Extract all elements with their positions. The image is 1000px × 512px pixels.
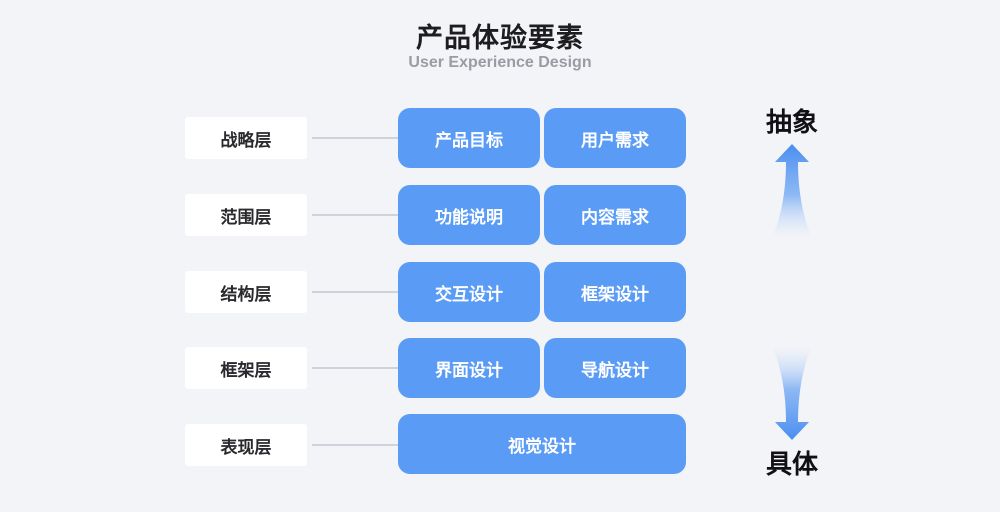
layer-label-structure: 结构层 xyxy=(185,271,307,313)
layer-label-surface: 表现层 xyxy=(185,424,307,466)
layer-label-scope: 范围层 xyxy=(185,194,307,236)
arrow-down-icon xyxy=(773,348,811,440)
element-box-framework-design: 框架设计 xyxy=(544,262,686,322)
arrow-up-icon xyxy=(773,144,811,236)
element-box-interface-design: 界面设计 xyxy=(398,338,540,398)
axis-label-abstract: 抽象 xyxy=(765,108,818,138)
element-box-interaction-design: 交互设计 xyxy=(398,262,540,322)
diagram-title: 产品体验要素 xyxy=(416,23,584,54)
element-box-functional-spec: 功能说明 xyxy=(398,185,540,245)
connector-line xyxy=(312,291,398,293)
layer-label-strategy: 战略层 xyxy=(185,117,307,159)
element-box-visual-design: 视觉设计 xyxy=(398,414,686,474)
diagram-subtitle: User Experience Design xyxy=(408,54,592,71)
connector-line xyxy=(312,444,398,446)
element-box-content-requirements: 内容需求 xyxy=(544,185,686,245)
element-box-product-goal: 产品目标 xyxy=(398,108,540,168)
axis-label-concrete: 具体 xyxy=(765,450,818,480)
element-box-navigation-design: 导航设计 xyxy=(544,338,686,398)
connector-line xyxy=(312,214,398,216)
connector-line xyxy=(312,367,398,369)
connector-line xyxy=(312,137,398,139)
element-box-user-needs: 用户需求 xyxy=(544,108,686,168)
layer-label-skeleton: 框架层 xyxy=(185,347,307,389)
